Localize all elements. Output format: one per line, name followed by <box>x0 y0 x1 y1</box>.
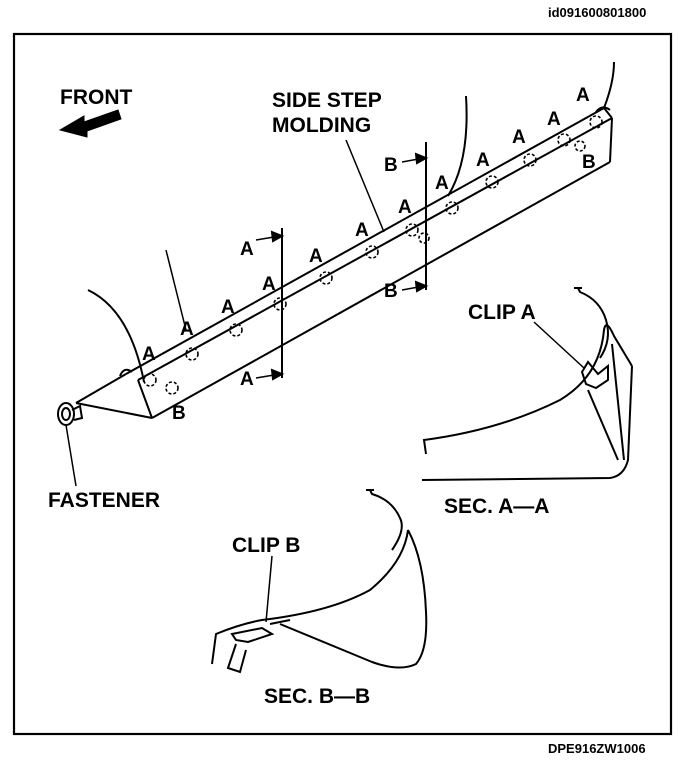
marker-a: A <box>547 109 561 130</box>
clip-a-positions <box>143 115 603 387</box>
front-arrow-icon <box>58 109 122 138</box>
marker-a: A <box>512 127 526 148</box>
marker-a: A <box>221 297 235 318</box>
figure-code: DPE916ZW1006 <box>548 741 646 756</box>
molding-leader <box>345 139 385 233</box>
diagram-frame <box>12 32 673 736</box>
marker-a: A <box>142 344 156 365</box>
marker-a: A <box>398 197 412 218</box>
marker-a: A <box>262 274 276 295</box>
cut-marker-a-top: A <box>240 239 254 260</box>
clip-a-label: CLIP A <box>468 301 536 324</box>
section-b-b-label: SEC. B—B <box>264 685 371 708</box>
marker-a: A <box>355 220 369 241</box>
clip-b-label: CLIP B <box>232 534 301 557</box>
fastener-leader <box>65 424 77 487</box>
section-a-a-drawing <box>421 287 633 481</box>
marker-b: B <box>172 403 186 424</box>
body-curve-left <box>87 289 145 383</box>
leader-a-left <box>165 249 187 331</box>
marker-a: A <box>576 85 590 106</box>
fastener-label: FASTENER <box>48 489 161 512</box>
marker-a: A <box>180 319 194 340</box>
marker-a: A <box>435 173 449 194</box>
side-step-molding-label-line1: SIDE STEP <box>272 89 382 112</box>
fastener-icon <box>57 402 84 426</box>
marker-b: B <box>582 152 596 173</box>
cut-marker-a-bottom: A <box>240 369 254 390</box>
body-curve-mid <box>447 95 468 197</box>
clip-b-leader <box>265 555 273 623</box>
marker-a: A <box>309 246 323 267</box>
side-step-molding <box>75 106 613 419</box>
front-label: FRONT <box>60 86 133 109</box>
clip-a-leader <box>533 321 585 369</box>
cut-marker-b-top: B <box>384 155 398 176</box>
marker-a: A <box>476 150 490 171</box>
image-id: id091600801800 <box>548 5 647 20</box>
section-b-b-drawing <box>211 489 428 674</box>
side-step-molding-label-line2: MOLDING <box>272 114 372 137</box>
clip-b-positions <box>165 140 586 395</box>
body-curve-right <box>603 61 615 109</box>
section-a-a-label: SEC. A—A <box>444 495 550 518</box>
cut-marker-b-bottom: B <box>384 281 398 302</box>
